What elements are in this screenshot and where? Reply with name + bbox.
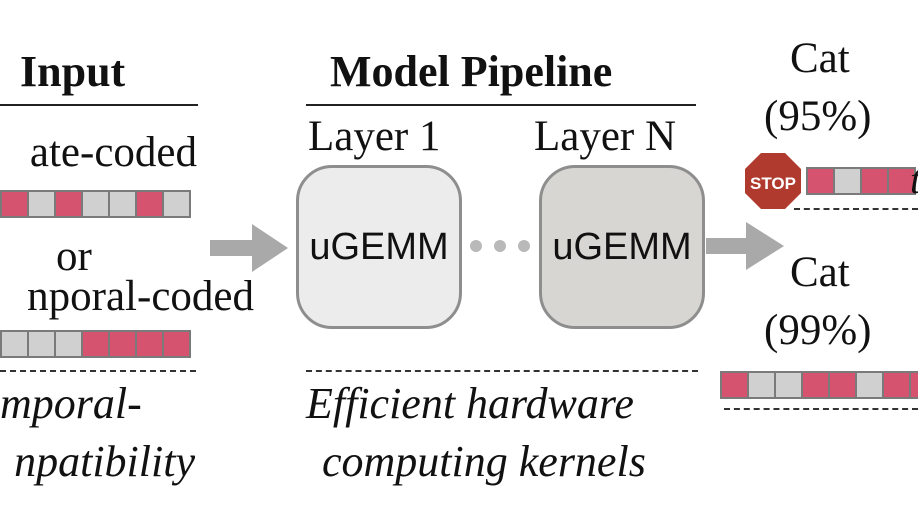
empty-cell — [54, 330, 83, 358]
output-bottom-confidence: (99%) — [764, 307, 872, 354]
spike-cell — [0, 190, 29, 218]
empty-cell — [108, 190, 137, 218]
dot — [518, 240, 530, 252]
spike-cell — [162, 330, 191, 358]
pipeline-caption-line2: computing kernels — [322, 437, 646, 486]
empty-cell — [833, 167, 862, 195]
empty-cell — [855, 371, 884, 399]
output-top-dashed-separator — [794, 208, 918, 210]
spike-cell — [81, 330, 110, 358]
spike-cell — [909, 371, 918, 399]
dot — [470, 240, 482, 252]
empty-cell — [162, 190, 191, 218]
arrow-shaft — [706, 238, 748, 254]
spike-cell — [882, 371, 911, 399]
pipeline-title: Model Pipeline — [330, 47, 613, 96]
ugemm-kernel-layer-n: uGEMM — [539, 165, 705, 329]
rate-coded-label: ate-coded — [29, 129, 197, 176]
or-label: or — [56, 233, 92, 280]
input-caption-line1: mporal- — [0, 379, 142, 428]
arrow-head — [746, 222, 784, 270]
layer-1-label: Layer 1 — [308, 113, 441, 160]
pipeline-to-output-arrow — [706, 222, 784, 270]
full-spike-train — [720, 371, 918, 399]
spike-cell — [108, 330, 137, 358]
empty-cell — [81, 190, 110, 218]
spike-cell — [720, 371, 749, 399]
layer-n-label: Layer N — [534, 113, 677, 160]
spike-cell — [135, 330, 164, 358]
ugemm-kernel-label: uGEMM — [309, 225, 449, 268]
spike-cell — [54, 190, 83, 218]
spike-cell — [135, 190, 164, 218]
input-dashed-separator — [0, 370, 196, 372]
output-bottom-class: Cat — [790, 249, 850, 296]
dot — [494, 240, 506, 252]
output-top-confidence: (95%) — [764, 93, 872, 140]
output-top-suffix: t — [910, 156, 918, 203]
output-bottom-dashed-separator — [724, 408, 918, 410]
spike-cell — [828, 371, 857, 399]
temporal-coded-label: nporal-coded — [27, 273, 254, 320]
spike-cell — [806, 167, 835, 195]
empty-cell — [0, 330, 29, 358]
stop-sign-icon: STOP — [742, 150, 804, 212]
pipeline-title-underline — [306, 104, 696, 106]
input-caption-line2: npatibility — [14, 437, 195, 486]
rate-coded-spike-train — [0, 190, 191, 218]
empty-cell — [27, 330, 56, 358]
output-top-class: Cat — [790, 35, 850, 82]
pipeline-caption-line1: Efficient hardware — [306, 379, 634, 428]
spike-cell — [887, 167, 916, 195]
early-exit-spike-train — [806, 167, 916, 195]
empty-cell — [747, 371, 776, 399]
ugemm-kernel-label: uGEMM — [552, 225, 692, 268]
empty-cell — [774, 371, 803, 399]
temporal-coded-spike-train — [0, 330, 191, 358]
arrow-shaft — [210, 240, 254, 256]
arrow-head — [252, 224, 288, 272]
input-title: Input — [20, 47, 126, 96]
input-to-pipeline-arrow — [210, 224, 288, 272]
stop-sign-text: STOP — [750, 174, 796, 193]
pipeline-dashed-separator — [306, 370, 698, 372]
spike-cell — [801, 371, 830, 399]
ellipsis-dots — [470, 240, 530, 252]
input-title-underline — [0, 104, 198, 106]
empty-cell — [27, 190, 56, 218]
spike-cell — [860, 167, 889, 195]
ugemm-kernel-layer-1: uGEMM — [296, 165, 462, 329]
